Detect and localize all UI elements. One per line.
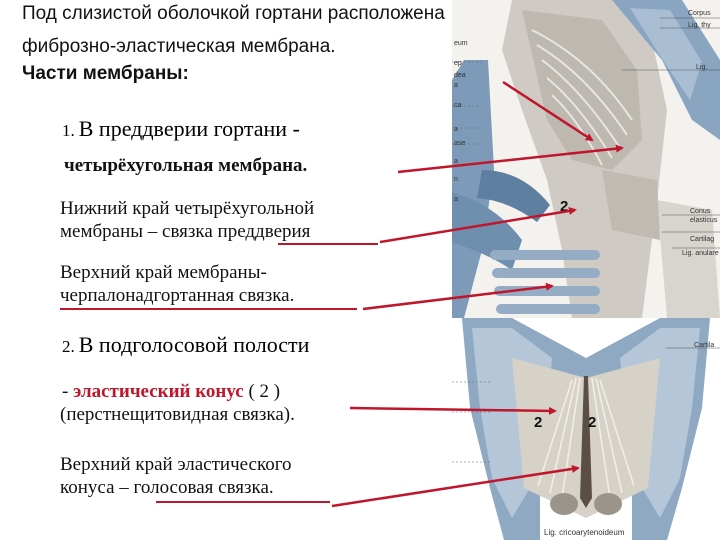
section-2-upper-edge-line-2: конуса – голосовая связка. bbox=[60, 477, 274, 498]
section-1-upper-edge-line-1: Верхний край мембраны- bbox=[60, 262, 267, 283]
fig-bottom-right-label: Cartila bbox=[694, 342, 715, 349]
fig-top-left-label-1: eum bbox=[454, 40, 468, 47]
section-1-term: четырёхугольная мембрана. bbox=[64, 155, 308, 176]
fig-top-left-label-2: ep bbox=[454, 60, 462, 67]
section-1-heading: 1. В преддверии гортани - bbox=[62, 116, 300, 142]
fig-top-right-label-3: Lig. bbox=[696, 64, 708, 71]
fig-bottom-caption: Lig. cricoarytenoideum bbox=[544, 528, 625, 537]
fig-top-right-label-7: Lig. anulare bbox=[682, 250, 719, 257]
fig-top-left-label-5: ca bbox=[454, 102, 462, 109]
section-2-term-line: - эластический конус ( 2 ) bbox=[62, 381, 280, 403]
fig-top-left-label-3: dea bbox=[454, 72, 466, 79]
section-1-number: 1. bbox=[62, 121, 75, 140]
fig-top-right-label-4: Conus bbox=[690, 208, 711, 215]
vocal-ligament-underline bbox=[156, 501, 330, 503]
fig-top-right-label-1: Corpus bbox=[688, 10, 711, 17]
section-1-lower-edge-line-1: Нижний край четырёхугольной bbox=[60, 198, 315, 219]
fig-top-right-label-6: Cartilag bbox=[690, 236, 715, 243]
fig-top-right-label-5: elasticus bbox=[690, 217, 718, 224]
fig-top-left-label-4: a bbox=[454, 82, 458, 89]
section-2-dash: - bbox=[62, 381, 69, 402]
upper-edge-underline bbox=[60, 308, 357, 310]
section-1-upper-edge-line-2: черпалонадгортанная связка. bbox=[60, 285, 295, 306]
section-2-number: 2. bbox=[62, 337, 75, 356]
parts-heading: Части мембраны: bbox=[22, 63, 189, 84]
larynx-sagittal-illustration bbox=[452, 0, 720, 318]
fig-top-left-label-7: ase bbox=[454, 140, 466, 147]
fig-top-left-label-10: a bbox=[454, 196, 458, 203]
section-2-title: В подголосовой полости bbox=[78, 332, 310, 357]
fig-top-right-label-2: Lig. thy bbox=[688, 22, 711, 29]
vocal-folds-illustration bbox=[452, 318, 720, 540]
larynx-sagittal-figure: eum ep dea a ca a ase a n a Corpus Lig. … bbox=[452, 0, 720, 318]
fig-top-number-2: 2 bbox=[560, 198, 569, 215]
lower-edge-underline bbox=[278, 243, 378, 245]
fig-top-left-label-6: a bbox=[454, 126, 458, 133]
intro-line-2: фиброзно-эластическая мембрана. bbox=[22, 36, 336, 57]
fig-top-left-label-8: a bbox=[454, 158, 458, 165]
vocal-folds-figure: 2 2 Cartila Lig. cricoarytenoideum bbox=[452, 318, 720, 540]
section-2-term: эластический конус bbox=[73, 381, 244, 402]
section-2-term-ref: ( 2 ) bbox=[248, 381, 281, 402]
intro-line-1: Под слизистой оболочкой гортани располож… bbox=[22, 3, 445, 24]
fig-bottom-number-left: 2 bbox=[534, 414, 543, 431]
section-2-synonym: (перстнещитовидная связка). bbox=[60, 404, 295, 425]
section-2-upper-edge-line-1: Верхний край эластического bbox=[60, 454, 292, 475]
fig-top-left-label-9: n bbox=[454, 176, 458, 183]
section-2-heading: 2. В подголосовой полости bbox=[62, 332, 309, 358]
fig-bottom-number-right: 2 bbox=[588, 414, 597, 431]
section-1-lower-edge-line-2: мембраны – связка преддверия bbox=[60, 221, 311, 242]
section-1-title: В преддверии гортани - bbox=[78, 116, 300, 141]
